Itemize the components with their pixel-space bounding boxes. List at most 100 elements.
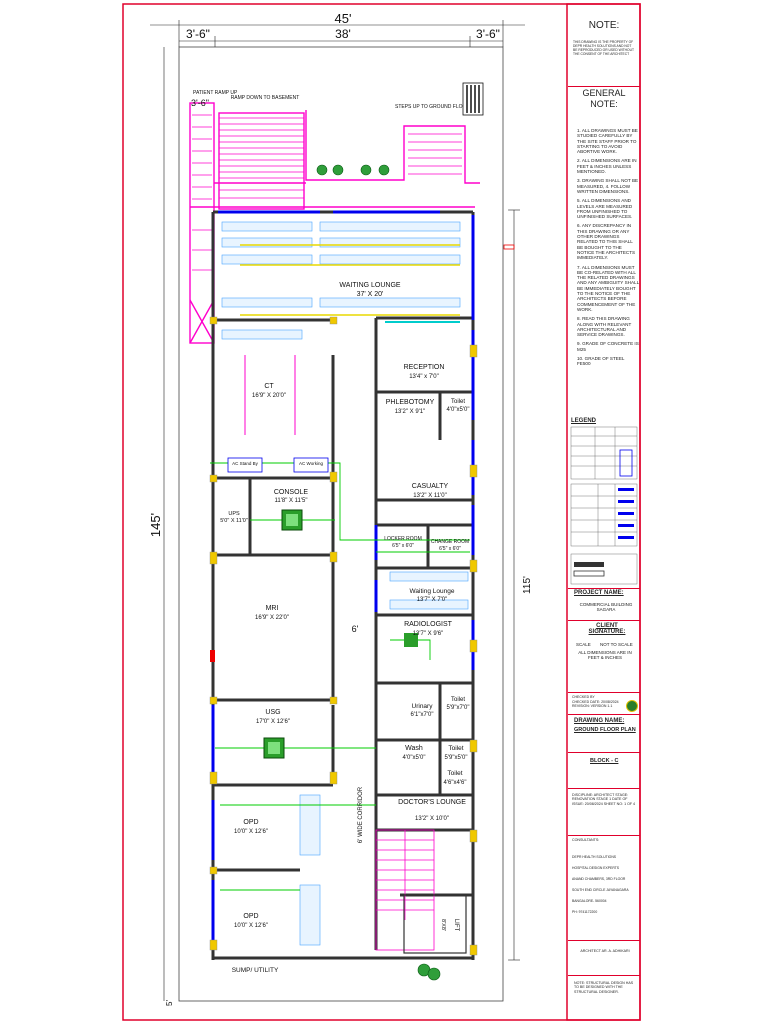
scale-label: SCALE	[576, 642, 591, 647]
ups-label: UPS	[228, 511, 240, 517]
top-dimensions	[150, 20, 525, 47]
right-setback-dim: 3'-6"	[476, 27, 500, 41]
reception-dim: 13'4" x 7'0"	[409, 374, 439, 380]
checked-block: CHECKED BY CHECKED DATE: 20/08/2024 REVI…	[572, 695, 622, 709]
title-divider	[568, 940, 640, 941]
mri-label: MRI	[266, 605, 279, 612]
ac-working-label: AC Working	[299, 461, 323, 466]
doctors-lounge-label: DOCTOR'S LOUNGE	[398, 799, 466, 806]
lift-label: LIFT	[453, 919, 459, 932]
general-note-item: 7. ALL DIMENSIONS MUST BE CO-RELATED WIT…	[577, 264, 639, 312]
checked-by: CHECKED BY	[572, 695, 595, 699]
urinary-dim: 6'1"x7'0"	[411, 712, 434, 718]
general-note-item: 3. DRAWING SHALL NOT BE MEASURED, 4. FOL…	[577, 178, 639, 194]
footer-note: NOTE: STRUCTURAL DESIGN HAS TO BE DESIGN…	[574, 981, 634, 994]
waiting-lounge-dim: 37' X 20'	[357, 291, 384, 298]
casualty-dim: 13'2" X 11'0"	[413, 493, 446, 499]
general-note-item: 5. ALL DIMENSIONS AND LEVELS ARE MEASURE…	[577, 198, 633, 220]
toilet-1-dim: 4'0"x5'0"	[447, 407, 470, 413]
project-name-title: PROJECT NAME:	[574, 590, 624, 596]
title-divider	[568, 752, 640, 753]
general-note-item: 8. READ THIS DRAWING ALONG WITH RELEVANT…	[577, 316, 632, 338]
steps-up-label: STEPS UP TO GROUND FLOOR	[395, 104, 470, 110]
radiologist-label: RADIOLOGIST	[404, 621, 453, 628]
ac-standby-label: AC Stand By	[232, 461, 259, 466]
sump-label: SUMP/ UTILITY	[232, 967, 279, 974]
change-room-dim: 6'5" x 6'0"	[439, 546, 461, 552]
title-divider	[568, 788, 640, 789]
title-divider	[568, 835, 640, 836]
toilet-3-label: Toilet	[448, 745, 463, 752]
units-note: ALL DIMENSIONS ARE IN FEET & INCHES	[578, 650, 632, 661]
console-dim: 11'8" X 11'5"	[274, 498, 307, 504]
urinary-label: Urinary	[412, 703, 434, 710]
toilet-2-dim: 5'9"x7'0"	[447, 705, 470, 711]
ct-dim: 16'9" X 20'0"	[252, 393, 286, 399]
left-setback-dim: 3'-6"	[186, 27, 210, 41]
title-block-frame	[566, 3, 641, 1021]
seating-rows	[221, 221, 469, 946]
toilet-4-label: Toilet	[447, 770, 462, 777]
overall-width-dim: 45'	[335, 11, 352, 26]
project-name: COMMERCIAL BUILDING SAGARA	[579, 602, 633, 613]
checked-date: CHECKED DATE: 20/08/2024	[572, 699, 619, 704]
drawing-name: GROUND FLOOR PLAN	[574, 727, 636, 733]
transformer-symbol	[462, 82, 484, 116]
wash-dim: 4'0"x5'0"	[403, 755, 426, 761]
general-note-title: GENERAL NOTE:	[582, 88, 626, 109]
block-label: BLOCK - C	[590, 758, 619, 764]
corridor-width-dim: 6'	[352, 624, 359, 634]
company-seal-icon	[626, 700, 638, 712]
title-divider	[568, 692, 640, 693]
ct-label: CT	[264, 383, 274, 390]
patient-ramp-label: PATIENT RAMP UP	[193, 90, 238, 96]
console-label: CONSOLE	[274, 489, 309, 496]
toilet-1-label: Toilet	[451, 399, 465, 405]
general-note-item: 10. GRADE OF STEEL Fe500	[577, 355, 625, 367]
change-room-label: CHANGE ROOM	[431, 539, 469, 545]
consultant-line: DEPR HEALTH SOLUTIONS	[572, 855, 617, 859]
opd-2-label: OPD	[243, 913, 258, 920]
consultants-title: CONSULTANTS:	[572, 838, 600, 842]
scale-value: NOT TO SCALE	[600, 642, 633, 647]
electrical-routing	[210, 462, 470, 891]
toilet-4-dim: 4'6"x4'6"	[444, 780, 467, 786]
phlebotomy-dim: 13'2" X 9'1"	[395, 409, 426, 415]
title-divider	[568, 588, 640, 589]
radiologist-dim: 13'7" X 9'6"	[413, 631, 444, 637]
title-divider	[568, 620, 640, 621]
opd-2-dim: 10'0" X 12'6"	[234, 923, 268, 929]
light-fixtures	[240, 244, 460, 316]
columns	[209, 316, 478, 956]
consultants-list: DEPR HEALTH SOLUTIONS HOSPITAL DESIGN EX…	[572, 852, 636, 918]
legend-title: LEGEND	[571, 418, 597, 424]
consultant-line: BANGALORE- 560004	[572, 899, 607, 903]
sheet-frame	[122, 3, 641, 1021]
consultant-line: ANAND CHAMBERS, 3RD FLOOR	[572, 877, 626, 881]
reception-label: RECEPTION	[404, 364, 445, 371]
general-notes-list: 1. ALL DRAWINGS MUST BE STUDIED CAREFULL…	[577, 128, 639, 371]
general-note-item: 2. ALL DIMENSIONS ARE IN FEET & INCHES U…	[577, 158, 637, 175]
bottom-setback-dim: 5'	[165, 1000, 174, 1006]
ramp-basement-label: RAMP DOWN TO BASEMENT	[231, 95, 300, 101]
corridor-label: 6' WIDE CORRIDOR	[358, 786, 364, 843]
usg-dim: 17'0" X 12'6"	[256, 719, 290, 725]
architect-info: ARCHITECT AR. A. ADHIKARI	[580, 949, 630, 953]
inner-width-dim: 38'	[335, 27, 351, 41]
client-signature-title: CLIENT SIGNATURE:	[588, 623, 626, 635]
patient-ramp-dim: 3'-6"	[191, 98, 209, 108]
consultant-line: SOUTH END CIRCLE JAYANAGARA	[572, 888, 629, 892]
note-text: THIS DRAWING IS THE PROPERTY OF DEPR HEA…	[573, 40, 634, 56]
casualty-label: CASUALTY	[412, 483, 449, 490]
right-length-dim	[508, 209, 520, 961]
toilet-2-label: Toilet	[451, 697, 465, 703]
plot-boundary	[178, 46, 504, 1002]
waiting-lounge-2-dim: 13'7" X 7'0"	[417, 597, 448, 603]
lift-shaft	[403, 894, 467, 954]
title-divider	[568, 86, 640, 87]
revision: REVISION: VERSION 1.1	[572, 704, 613, 708]
usg-label: USG	[265, 709, 280, 716]
opd-1-dim: 10'0" X 12'6"	[234, 829, 268, 835]
ups-dim: 5'0" X 11'0"	[220, 518, 248, 524]
